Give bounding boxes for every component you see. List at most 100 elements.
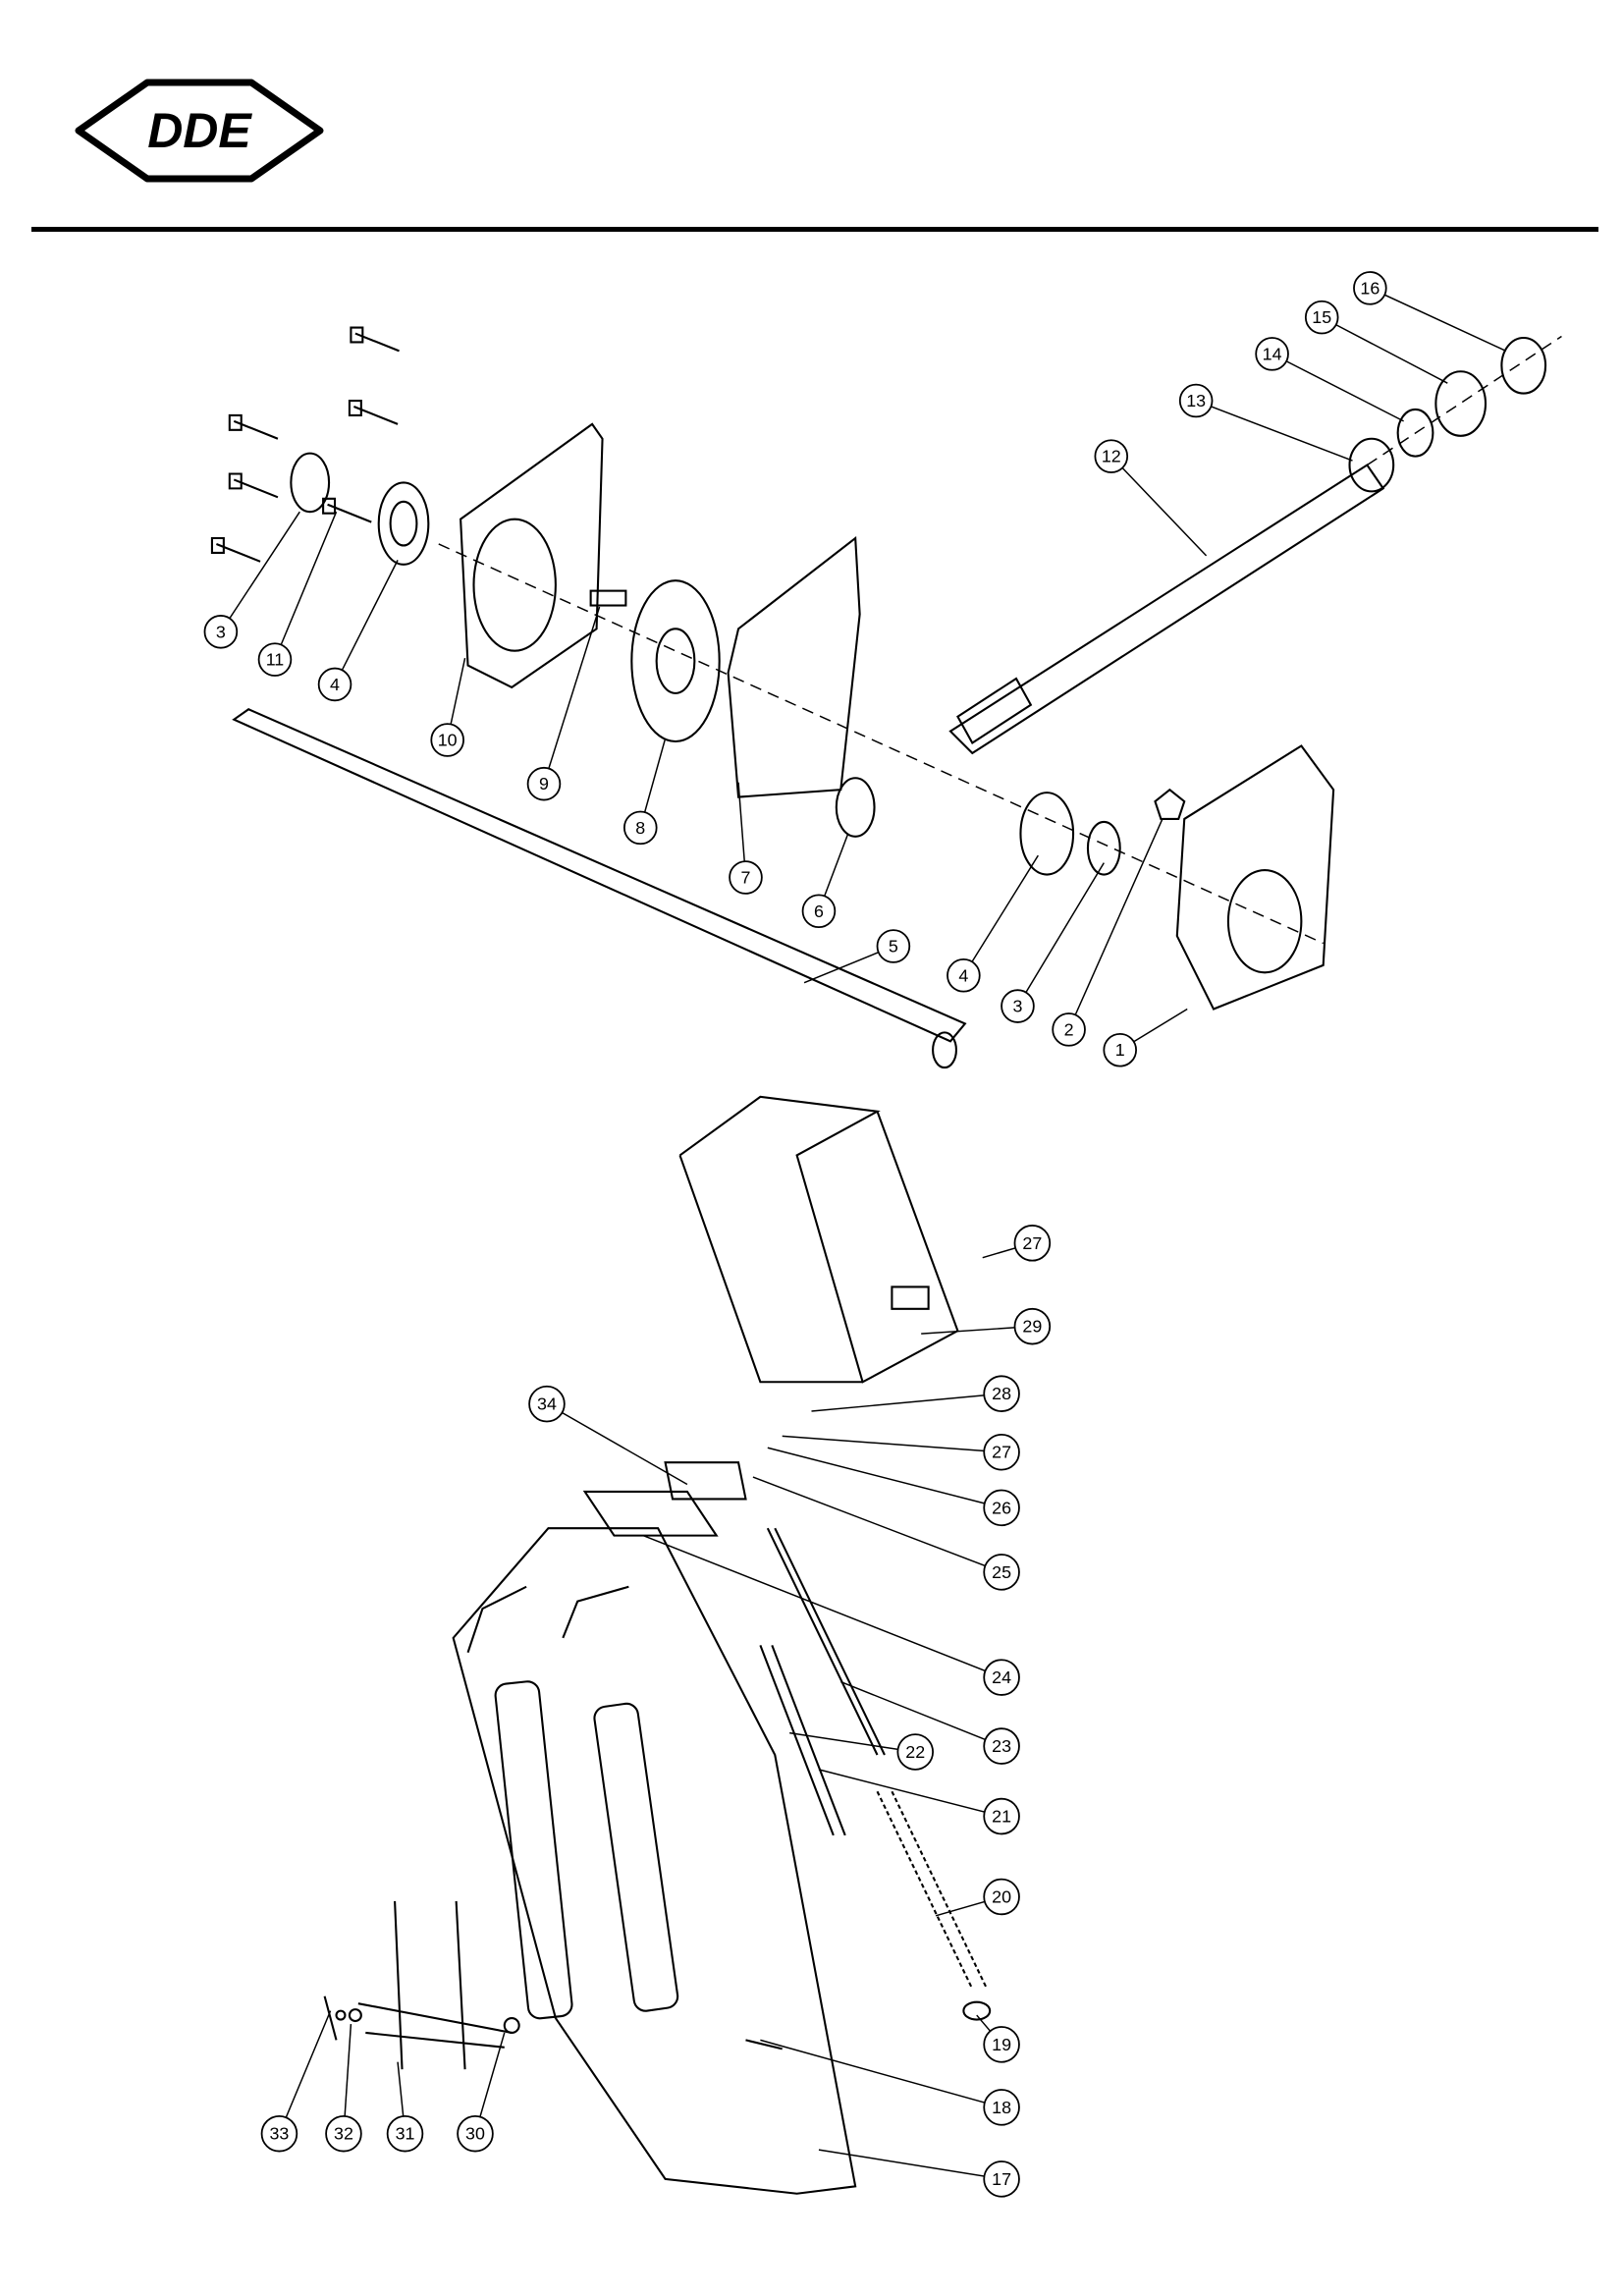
- control-rod: [766, 1527, 886, 1756]
- callout-23: 23: [983, 1727, 1020, 1765]
- callout-number: 2: [1064, 1019, 1074, 1039]
- adjuster-rod: [759, 1644, 846, 1836]
- callout-circle: [983, 1797, 1020, 1835]
- callout-circle: [1103, 1032, 1137, 1067]
- callout-number: 33: [270, 2124, 290, 2144]
- callout-18: 18: [983, 2089, 1020, 2126]
- callout-10: 10: [430, 723, 464, 757]
- callout-number: 32: [334, 2124, 353, 2144]
- callout-circle: [325, 2114, 362, 2153]
- leader-line: [818, 2149, 1002, 2180]
- bolts: [210, 326, 400, 563]
- callout-circle: [1001, 989, 1035, 1023]
- callout-26: 26: [983, 1489, 1020, 1527]
- callout-circle: [1052, 1012, 1086, 1047]
- callout-circle: [386, 2114, 424, 2153]
- leader-line: [840, 1680, 1002, 1747]
- handle-frame: [357, 1900, 513, 2070]
- callout-12: 12: [1094, 439, 1129, 473]
- callout-number: 6: [814, 902, 824, 921]
- callout-number: 11: [266, 650, 285, 670]
- callout-circle: [983, 2160, 1020, 2198]
- leader-line: [1321, 316, 1448, 384]
- leader-line: [811, 1393, 1002, 1412]
- leader-line: [1016, 862, 1105, 1007]
- callout-number: 31: [396, 2124, 415, 2144]
- callout-circle: [983, 1433, 1020, 1471]
- callout-circle: [983, 1489, 1020, 1527]
- callout-13: 13: [1178, 383, 1214, 418]
- gearbox-half-right: [1175, 744, 1335, 1011]
- key: [589, 589, 627, 607]
- gearbox-half-left: [460, 422, 604, 689]
- callout-number: 3: [216, 622, 226, 641]
- callout-circle: [528, 1385, 566, 1423]
- callout-number: 26: [992, 1498, 1011, 1517]
- callout-number: 1: [1115, 1040, 1125, 1060]
- callout-circle: [260, 2114, 298, 2153]
- callout-circle: [983, 1375, 1020, 1412]
- oil-seal-left: [290, 452, 331, 514]
- callout-number: 28: [992, 1384, 1011, 1403]
- callout-32: 32: [325, 2114, 362, 2153]
- callout-7: 7: [729, 860, 763, 895]
- leader-line: [546, 1402, 688, 1486]
- callout-2: 2: [1052, 1012, 1086, 1047]
- chute-deflector: [678, 1095, 959, 1384]
- callout-number: 34: [537, 1394, 557, 1414]
- leader-line: [334, 560, 399, 685]
- callout-1: 1: [1103, 1032, 1137, 1067]
- callout-number: 30: [465, 2124, 485, 2144]
- callout-20: 20: [983, 1878, 1020, 1916]
- leader-line: [782, 1435, 1002, 1453]
- leader-line: [752, 1476, 1002, 1573]
- callout-number: 12: [1102, 447, 1121, 466]
- callout-number: 15: [1312, 307, 1331, 327]
- seal-16: [1500, 336, 1547, 395]
- callout-number: 22: [905, 1742, 925, 1762]
- callout-5: 5: [876, 929, 911, 963]
- callout-29: 29: [1013, 1307, 1052, 1345]
- callout-31: 31: [386, 2114, 424, 2153]
- leader-line: [220, 511, 300, 632]
- leader-line: [1067, 818, 1163, 1030]
- leader-line: [1195, 400, 1353, 462]
- callout-number: 21: [992, 1807, 1011, 1827]
- bearing-right: [1019, 792, 1075, 876]
- callout-30: 30: [457, 2114, 494, 2153]
- callout-number: 23: [992, 1736, 1011, 1756]
- callout-3: 3: [1001, 989, 1035, 1023]
- callout-34: 34: [528, 1385, 566, 1423]
- callout-15: 15: [1304, 300, 1339, 335]
- worm-gear: [630, 579, 721, 743]
- callout-number: 19: [992, 2035, 1011, 2054]
- callout-number: 3: [1013, 997, 1023, 1016]
- callout-number: 10: [438, 731, 458, 750]
- callout-circle: [983, 1554, 1020, 1591]
- bearing-15: [1434, 370, 1488, 437]
- callout-14: 14: [1255, 337, 1289, 371]
- leader-line: [543, 606, 601, 785]
- leader-line: [278, 2010, 332, 2134]
- bearing-small: [835, 777, 876, 838]
- callout-circle: [729, 860, 763, 895]
- callout-number: 4: [330, 675, 340, 694]
- callout-number: 7: [741, 868, 751, 888]
- callout-number: 5: [889, 936, 898, 956]
- callout-11: 11: [257, 642, 293, 677]
- callout-circle: [203, 615, 239, 649]
- logo-diamond-shape: [75, 79, 324, 183]
- callout-circle: [1353, 271, 1387, 305]
- callout-8: 8: [622, 810, 658, 846]
- leader-line: [642, 1534, 1002, 1678]
- callout-circle: [257, 642, 293, 677]
- callout-circle: [983, 2026, 1020, 2063]
- callout-28: 28: [983, 1375, 1020, 1412]
- callout-27: 27: [983, 1433, 1020, 1471]
- spring: [876, 1790, 989, 1990]
- bearing-left: [377, 481, 430, 566]
- callout-6: 6: [801, 894, 837, 929]
- callout-17: 17: [983, 2160, 1020, 2198]
- callout-4: 4: [317, 667, 352, 702]
- seal-13: [1396, 408, 1434, 458]
